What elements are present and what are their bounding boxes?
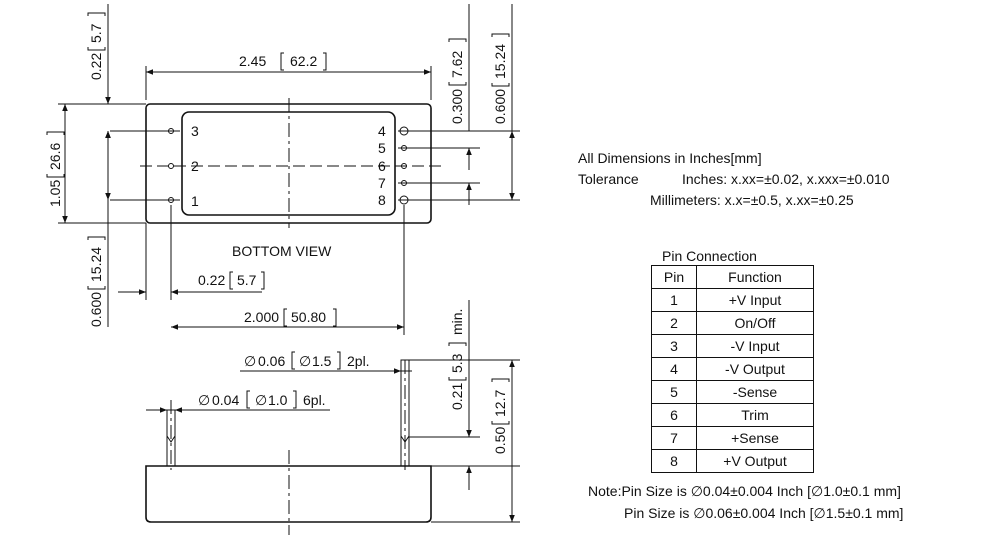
pin-number: 2 xyxy=(651,311,697,335)
pin-length-note: min. xyxy=(449,309,465,335)
pin-label: 1 xyxy=(191,193,199,209)
height-dim-mm: 26.6 xyxy=(47,143,63,170)
svg-text:∅: ∅ xyxy=(299,353,311,369)
pin-function: -V Input xyxy=(696,334,814,358)
pin-span-dim-mm: 15.24 xyxy=(492,44,508,79)
pin-length-dim-inches: 0.21 xyxy=(449,383,465,410)
left-pin-group: 3 2 1 xyxy=(110,123,199,300)
top-gap-dim-inches: 0.22 xyxy=(88,53,104,80)
pin-label: 8 xyxy=(378,192,386,208)
pin-row-dim-inches: 0.300 xyxy=(449,89,465,124)
pin-number: 6 xyxy=(651,403,697,427)
pin-number: 4 xyxy=(651,357,697,381)
bottom-view: 3 2 1 4 5 6 7 8 BOTTOM VIEW 2.45 xyxy=(46,4,520,335)
right-pin-group: 4 5 6 7 8 xyxy=(378,123,520,335)
case-side-outline xyxy=(145,465,432,523)
width-dim-inches: 2.45 xyxy=(239,53,266,69)
big-pin-dia-mm: 1.5 xyxy=(312,353,332,369)
edge-dim-mm: 5.7 xyxy=(237,272,257,288)
pitch-dim-inches: 2.000 xyxy=(244,309,279,325)
svg-text:∅: ∅ xyxy=(255,392,267,408)
tolerance-mm: Millimeters: x.x=±0.5, x.xx=±0.25 xyxy=(650,192,854,208)
dimension-note: All Dimensions in Inches[mm] xyxy=(578,150,762,166)
top-gap-dim-mm: 5.7 xyxy=(88,23,104,43)
big-pin-qty: 2pl. xyxy=(347,353,370,369)
pin-function: +V Input xyxy=(696,288,814,312)
view-label: BOTTOM VIEW xyxy=(232,243,332,259)
pitch-dim-mm: 50.80 xyxy=(291,309,326,325)
pin-label: 5 xyxy=(378,140,386,156)
table-row: 4-V Output xyxy=(651,357,814,381)
pin-label: 7 xyxy=(378,175,386,191)
total-height-dim-mm: 12.7 xyxy=(492,390,508,417)
width-dim-mm: 62.2 xyxy=(290,53,317,69)
pin-number: 1 xyxy=(651,288,697,312)
pin-number: 5 xyxy=(651,380,697,404)
big-pin-dia-label: ∅ xyxy=(244,353,256,369)
table-header: Pin xyxy=(651,265,697,289)
side-view: ∅ 0.06 ∅ 1.5 2pl. ∅ 0.04 ∅ 1.0 6pl. 0.21… xyxy=(145,300,520,535)
pin-function: On/Off xyxy=(696,311,814,335)
left-span-dim-inches: 0.600 xyxy=(88,292,104,327)
pin-function: -Sense xyxy=(696,380,814,404)
pin-label: 6 xyxy=(378,158,386,174)
left-span-dim-mm: 15.24 xyxy=(88,247,104,282)
pin-number: 7 xyxy=(651,426,697,450)
pin-6-hole xyxy=(401,163,407,169)
pin-number: 8 xyxy=(651,449,697,473)
pin-size-note: Note:Pin Size is ∅0.04±0.004 Inch [∅1.0±… xyxy=(588,483,901,499)
table-row: 1+V Input xyxy=(651,288,814,312)
pin-size-note: Pin Size is ∅0.06±0.004 Inch [∅1.5±0.1 m… xyxy=(624,505,904,521)
pin-function: -V Output xyxy=(696,357,814,381)
small-pin-qty: 6pl. xyxy=(303,392,326,408)
pin-label: 3 xyxy=(191,123,199,139)
big-pin-dia-inches: 0.06 xyxy=(258,353,285,369)
pin-function: +Sense xyxy=(696,426,814,450)
table-row: 7+Sense xyxy=(651,426,814,450)
pin-row-dim-mm: 7.62 xyxy=(449,51,465,78)
pin-function: +V Output xyxy=(696,449,814,473)
edge-dim-inches: 0.22 xyxy=(198,272,225,288)
height-dim-inches: 1.05 xyxy=(47,180,63,207)
table-row: 3-V Input xyxy=(651,334,814,358)
pin-number: 3 xyxy=(651,334,697,358)
small-pin-dia-inches: 0.04 xyxy=(212,392,239,408)
pin-span-dim-inches: 0.600 xyxy=(492,89,508,124)
table-row: 5-Sense xyxy=(651,380,814,404)
tolerance-label: Tolerance xyxy=(578,171,639,187)
total-height-dim-inches: 0.50 xyxy=(492,427,508,454)
table-header-row: Pin Function xyxy=(651,265,814,289)
pin-table-title: Pin Connection xyxy=(662,248,757,264)
pin-function: Trim xyxy=(696,403,814,427)
table-header: Function xyxy=(696,265,814,289)
pin-length-dim-mm: 5.3 xyxy=(449,353,465,373)
pin-label: 4 xyxy=(378,123,386,139)
small-pin-dia-label: ∅ xyxy=(198,392,210,408)
tolerance-inches: Inches: x.xx=±0.02, x.xxx=±0.010 xyxy=(682,171,890,187)
small-pin-dia-mm: 1.0 xyxy=(268,392,288,408)
pin-2-hole xyxy=(168,163,174,169)
table-row: 8+V Output xyxy=(651,449,814,473)
pin-label: 2 xyxy=(191,158,199,174)
